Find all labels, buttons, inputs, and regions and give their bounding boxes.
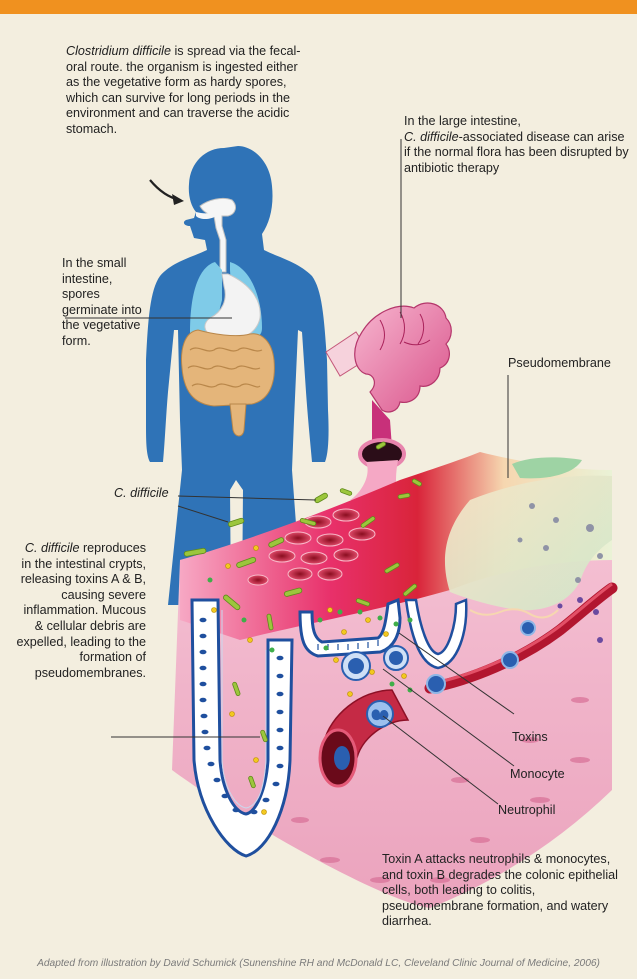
caption-small-intestine: In the small intestine, spores germinate… (62, 256, 148, 350)
vessel-cell-2 (502, 652, 518, 668)
label-c-difficile: C. difficile (114, 486, 169, 502)
label-monocyte: Monocyte (510, 767, 565, 783)
label-pseudomembrane: Pseudomembrane (508, 356, 611, 372)
caption-large-intestine-line1: In the large intestine, (404, 114, 521, 128)
ingestion-arrowhead (172, 194, 184, 205)
caption-spread: Clostridium difficile is spread via the … (66, 44, 304, 138)
caption-toxin-effects: Toxin A attacks neutrophils & monocytes,… (382, 852, 622, 930)
caption-reproduces-species: C. difficile (25, 541, 80, 555)
caption-reproduces-text: reproduces in the intestinal crypts, rel… (16, 541, 146, 680)
caption-spread-species: Clostridium difficile (66, 44, 171, 58)
caption-large-intestine-species: C. difficile (404, 130, 459, 144)
vessel-cell-1 (427, 675, 445, 693)
caption-reproduces: C. difficile reproduces in the intestina… (12, 541, 146, 681)
label-neutrophil: Neutrophil (498, 803, 555, 819)
monocyte-nucleus-1 (348, 658, 364, 674)
vessel-tube-cell (334, 746, 350, 770)
monocyte-nucleus-2 (389, 651, 403, 665)
vessel-cell-3 (521, 621, 535, 635)
intestinal-wall-section (172, 441, 612, 908)
attribution-footer: Adapted from illustration by David Schum… (0, 958, 637, 969)
label-toxins: Toxins (512, 730, 548, 746)
caption-large-intestine: In the large intestine, C. difficile-ass… (404, 114, 632, 176)
